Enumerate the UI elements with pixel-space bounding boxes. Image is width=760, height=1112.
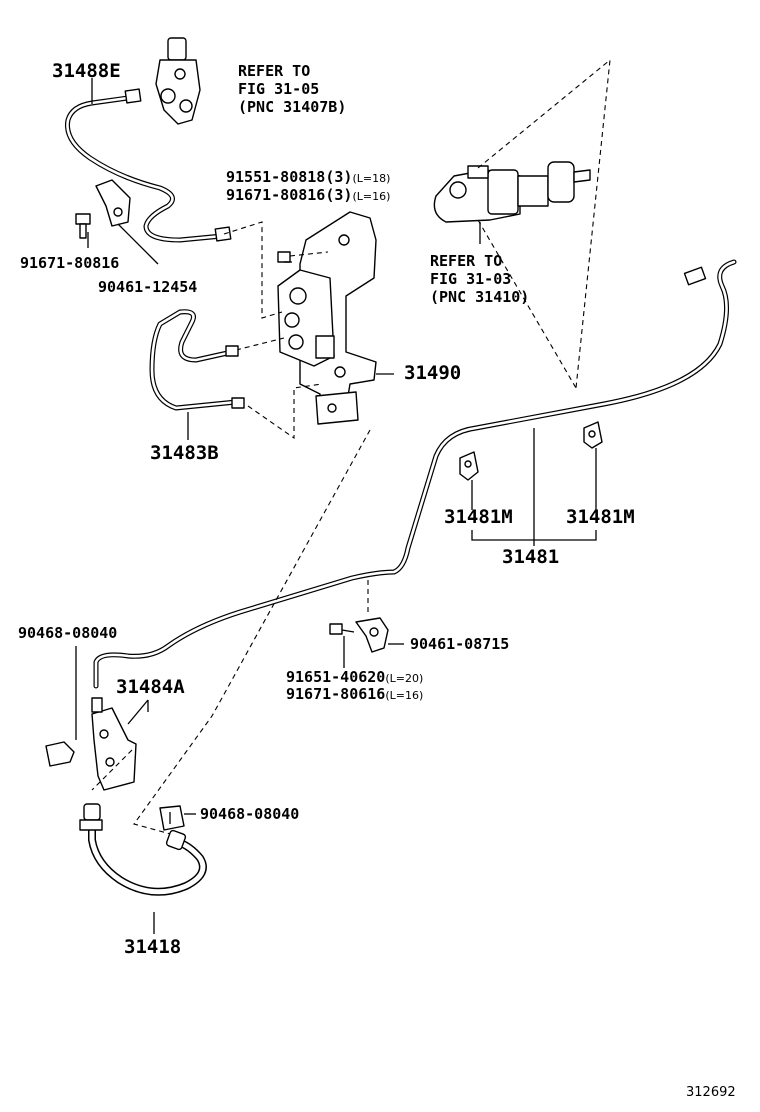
label-91551-80818: 91551-80818(3)(L=18) xyxy=(226,170,390,185)
label-91551-80818-qty: (3) xyxy=(325,168,353,186)
label-31488e: 31488E xyxy=(52,60,121,82)
clamp-31481m-a xyxy=(459,451,479,481)
clip-90461-08715 xyxy=(355,617,389,653)
union-fitting xyxy=(155,37,201,125)
ref-fig-31-05: REFER TO FIG 31-05 (PNC 31407B) xyxy=(238,62,346,116)
clip-90468-08040-a xyxy=(45,741,75,767)
bracket-31484a xyxy=(91,697,137,791)
ref-fig-31-05-line3: (PNC 31407B) xyxy=(238,98,347,116)
diagram-id: 312692 xyxy=(686,1085,736,1100)
label-90468-08040-a: 90468-08040 xyxy=(18,624,118,642)
bolt-top xyxy=(277,251,292,263)
ref-fig-31-05-line2: FIG 31-05 xyxy=(238,80,320,98)
pipe-31488e xyxy=(64,88,232,243)
label-91671-80616: 91671-80616(L=16) xyxy=(286,687,423,702)
clamp-31481m-b xyxy=(583,421,603,449)
junction-block xyxy=(277,269,335,367)
clip-90461-12454 xyxy=(95,179,131,227)
bracket-31490 xyxy=(299,211,377,421)
label-90461-08715: 90461-08715 xyxy=(410,635,510,653)
ref-fig-31-03-line2: FIG 31-03 xyxy=(430,270,512,288)
label-91651-40620-part: 91651-40620 xyxy=(286,668,386,686)
ref-fig-31-03-line3: (PNC 31410) xyxy=(430,288,530,306)
bolt-91671-80816 xyxy=(75,213,91,239)
label-91651-40620: 91651-40620(L=20) xyxy=(286,670,423,685)
label-31484a: 31484A xyxy=(116,676,185,698)
label-31481m-b: 31481M xyxy=(566,506,635,528)
ref-fig-31-05-line1: REFER TO xyxy=(238,62,311,80)
label-91551-80818-part: 91551-80818 xyxy=(226,168,326,186)
hose-31418 xyxy=(79,803,207,896)
label-91671-80816-b: 91671-80816(3)(L=16) xyxy=(226,188,390,203)
label-91671-80816-b-len: (L=16) xyxy=(352,190,391,203)
label-31490: 31490 xyxy=(404,362,462,384)
label-91671-80616-part: 91671-80616 xyxy=(286,685,386,703)
label-91671-80816-b-qty: (3) xyxy=(325,186,353,204)
label-31418: 31418 xyxy=(124,936,182,958)
ref-fig-31-03: REFER TO FIG 31-03 (PNC 31410) xyxy=(430,252,529,306)
bolt-91651-40620 xyxy=(329,623,355,635)
label-91551-80818-len: (L=18) xyxy=(352,172,391,185)
label-90461-12454: 90461-12454 xyxy=(98,278,198,296)
pipe-31483b xyxy=(149,309,245,411)
pipe-31481 xyxy=(93,259,737,689)
clip-90468-08040-b xyxy=(159,805,185,831)
lower-bracket xyxy=(315,391,359,425)
label-91671-80816: 91671-80816 xyxy=(20,254,120,272)
ref-fig-31-03-line1: REFER TO xyxy=(430,252,503,270)
label-31481: 31481 xyxy=(502,546,560,568)
label-31483b: 31483B xyxy=(150,442,219,464)
master-cylinder xyxy=(433,161,591,223)
label-91671-80616-len: (L=16) xyxy=(385,689,424,702)
label-91651-40620-len: (L=20) xyxy=(385,672,424,685)
label-91671-80816-b-part: 91671-80816 xyxy=(226,186,326,204)
label-90468-08040-b: 90468-08040 xyxy=(200,805,300,823)
label-31481m-a: 31481M xyxy=(444,506,513,528)
